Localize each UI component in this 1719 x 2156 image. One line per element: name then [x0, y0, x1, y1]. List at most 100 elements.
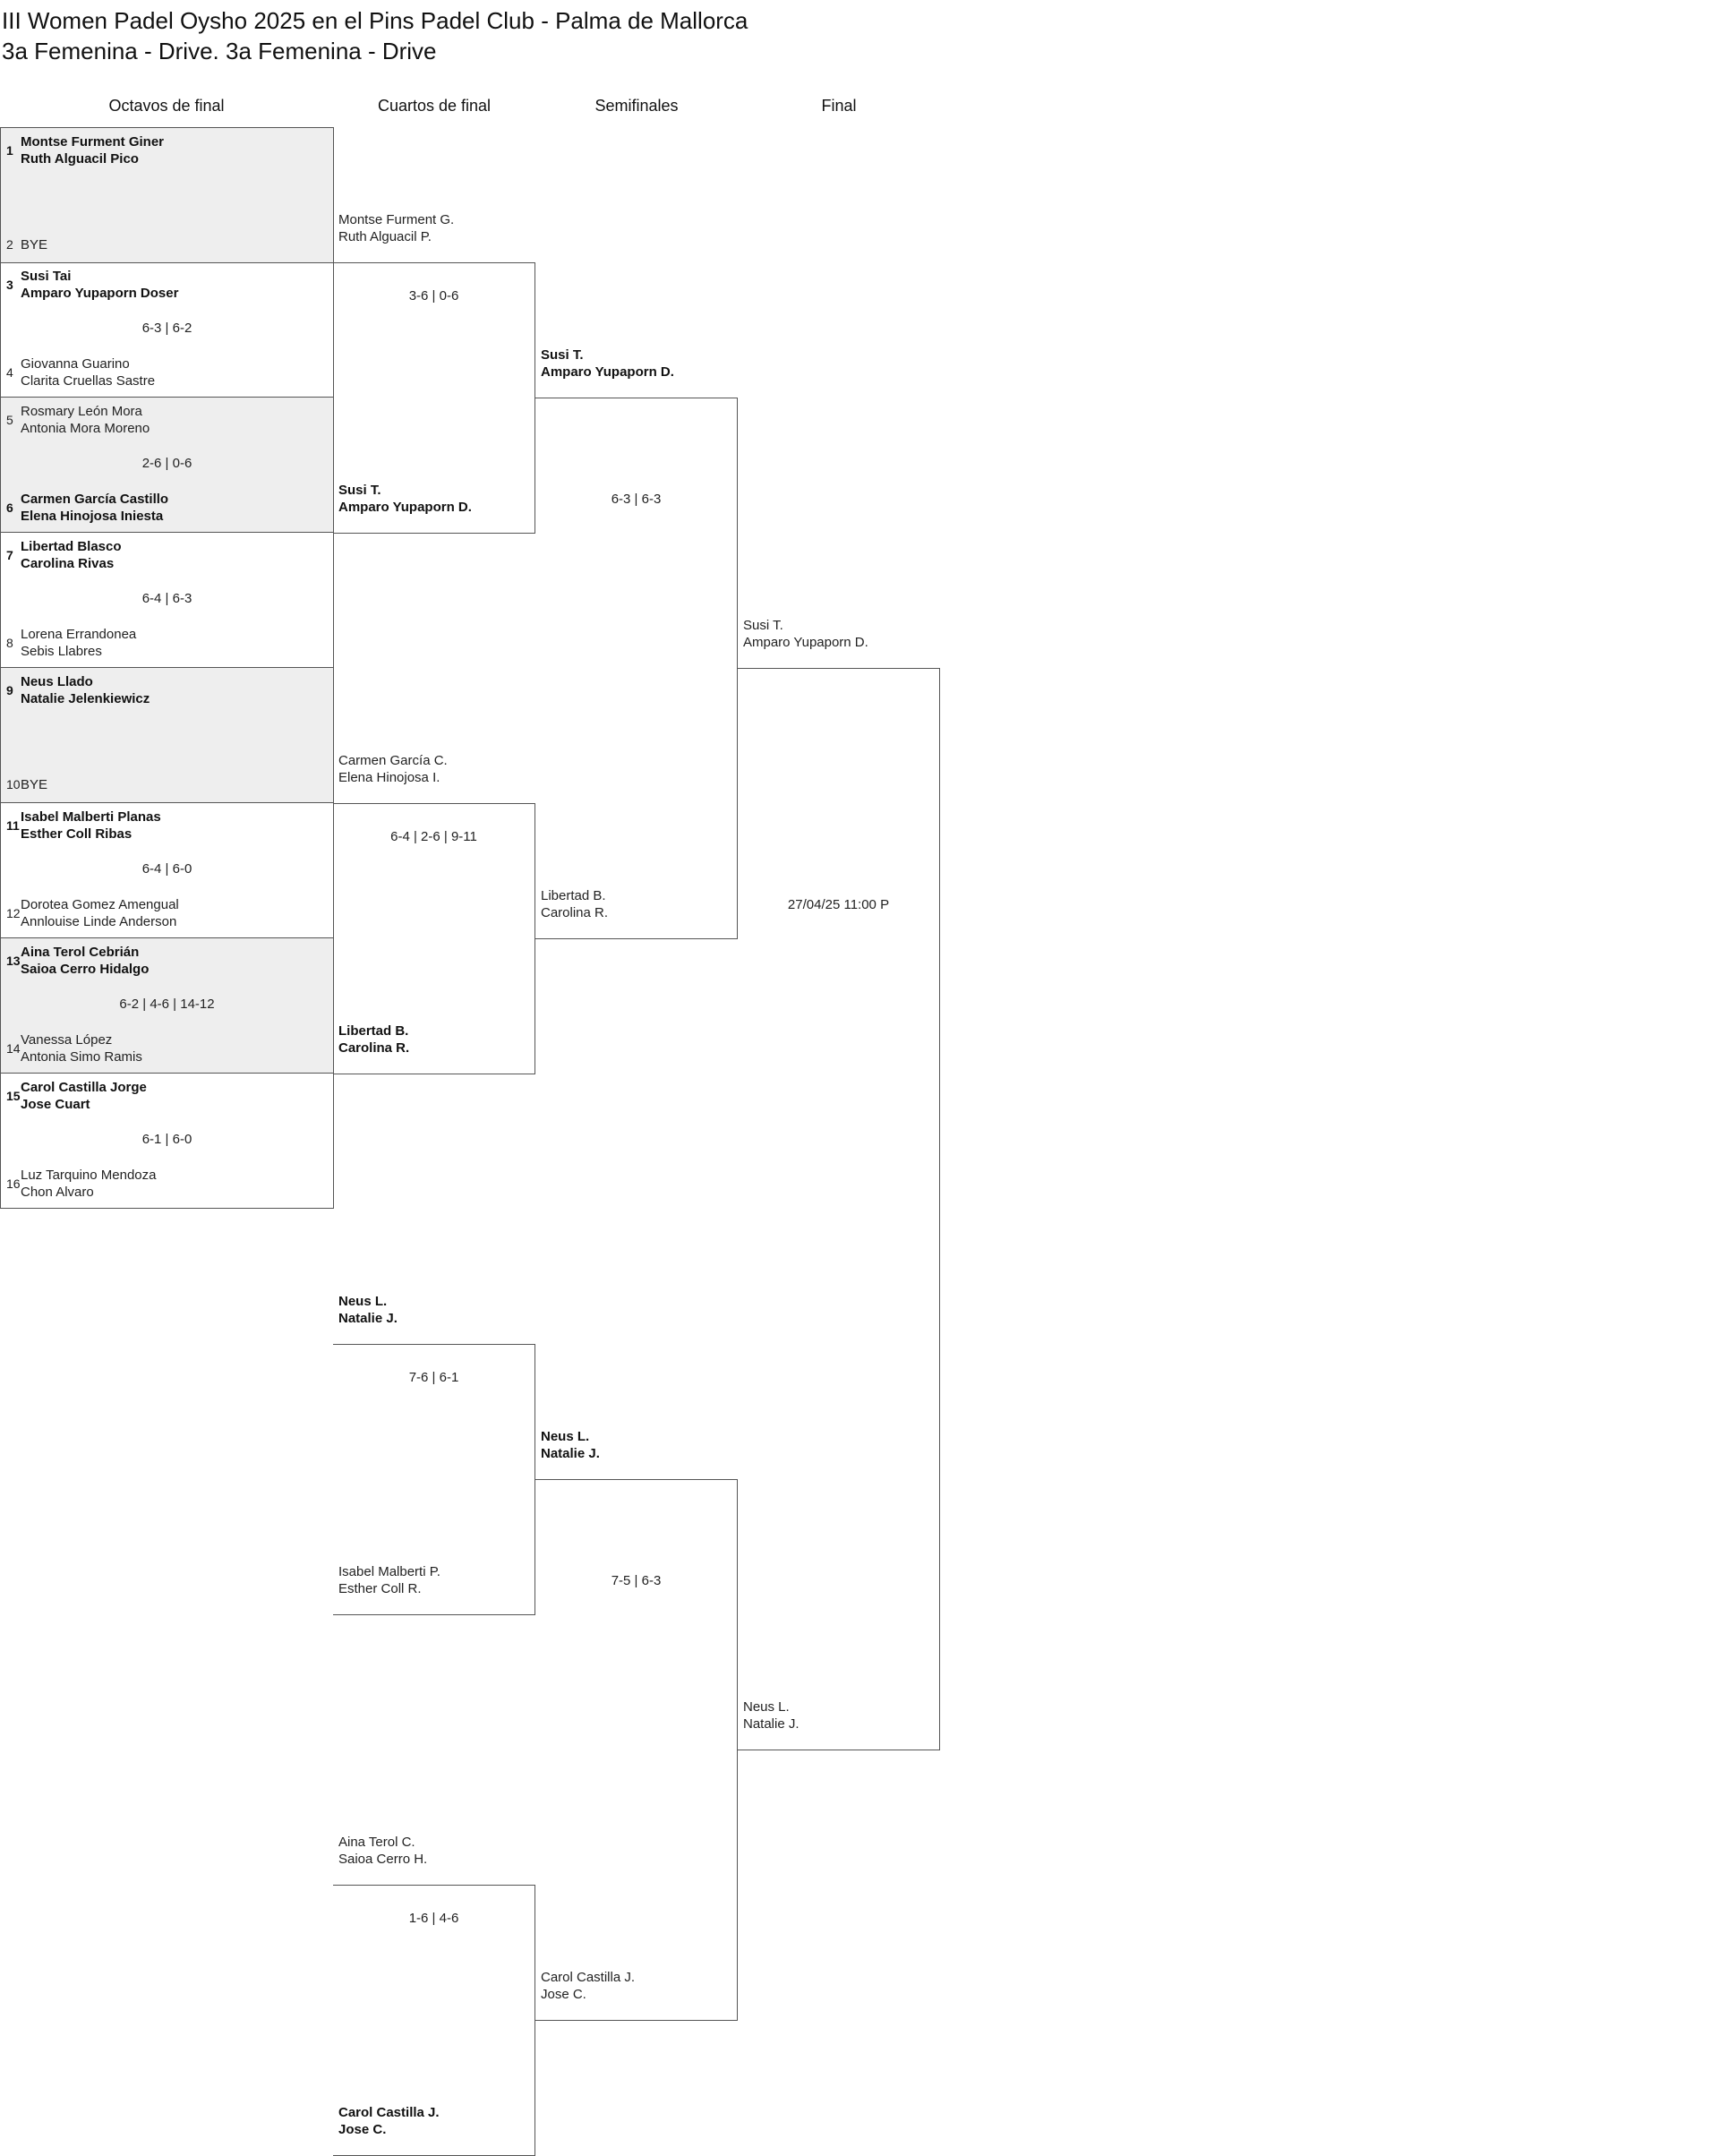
player-name: Esther Coll R. [338, 1581, 422, 1596]
seed-number: 10 [6, 777, 21, 791]
team-entry[interactable]: Susi T. Amparo Yupaporn D. [338, 482, 472, 516]
player-name: Susi Tai [21, 269, 72, 284]
player-name: Lorena Errandonea [21, 627, 137, 642]
seed-number: 6 [6, 500, 13, 515]
player-name: Carolina Rivas [21, 556, 115, 571]
semifinals-match-box: 6-3 | 6-3 [535, 398, 738, 939]
player-name: Rosmary León Mora [21, 404, 142, 419]
match-score: 6-2 | 4-6 | 14-12 [119, 997, 215, 1012]
quarterfinals-match-box: 3-6 | 0-6 [333, 262, 535, 534]
team-entry[interactable]: Neus L. Natalie J. [338, 1293, 398, 1327]
player-name: Natalie Jelenkiewicz [21, 691, 150, 706]
seed-number: 4 [6, 364, 13, 380]
team-entry[interactable]: Isabel Malberti P.Esther Coll R. [338, 1563, 440, 1597]
player-name: Esther Coll Ribas [21, 826, 133, 842]
team-entry[interactable]: Libertad B.Carolina R. [541, 887, 608, 921]
team-entry[interactable]: Neus L.Natalie J. [541, 1428, 600, 1462]
team-entry[interactable]: Libertad B.Carolina R. [338, 1022, 409, 1057]
player-name: Aina Terol Cebrián [21, 945, 140, 960]
player-name: Luz Tarquino Mendoza [21, 1168, 157, 1183]
seed-number: 11 [6, 817, 20, 833]
player-name: Neus L. [338, 1294, 388, 1309]
team-entry[interactable]: Neus L.Natalie J. [743, 1698, 800, 1732]
seed-number: 13 [6, 953, 21, 968]
player-name: Natalie J. [541, 1446, 600, 1461]
player-name: Sebis Llabres [21, 644, 102, 659]
team-entry[interactable]: Susi T. Amparo Yupaporn D. [743, 617, 868, 651]
player-name: Libertad B. [338, 1023, 409, 1039]
player-name: Carolina R. [338, 1040, 410, 1056]
team-entry[interactable]: Carol Castilla J.Jose C. [338, 2104, 440, 2138]
player-name: Montse Furment Giner [21, 134, 165, 150]
player-name: Aina Terol C. [338, 1835, 415, 1850]
player-name: Natalie J. [338, 1311, 398, 1326]
player-name: Chon Alvaro [21, 1185, 94, 1200]
player-name: Elena Hinojosa Iniesta [21, 509, 164, 524]
player-name: Ruth Alguacil Pico [21, 151, 139, 167]
match-score: 7-6 | 6-1 [408, 1370, 459, 1385]
seed-number: 2 [6, 237, 13, 252]
player-name: Neus L. [743, 1699, 790, 1715]
player-name: Amparo Yupaporn Doser [21, 286, 179, 301]
player-name: Susi T. [743, 618, 783, 633]
team-entry[interactable]: Carmen García C.Elena Hinojosa I. [338, 752, 448, 786]
team-entry[interactable]: Aina Terol C.Saioa Cerro H. [338, 1834, 427, 1868]
team-entry[interactable]: Montse Furment G. Ruth Alguacil P. [338, 211, 454, 245]
player-name: Jose C. [338, 2122, 387, 2137]
player-name: Amparo Yupaporn D. [338, 500, 472, 515]
semifinals-match-box: 7-5 | 6-3 [535, 1479, 738, 2021]
seed-number: 7 [6, 547, 13, 562]
player-name: BYE [21, 237, 48, 252]
match-score: 6-4 | 6-3 [141, 591, 192, 606]
team-entry[interactable]: 2 BYE [1, 236, 47, 253]
match-score: 6-4 | 2-6 | 9-11 [390, 829, 477, 844]
match-score: 27/04/25 11:00 P [787, 897, 890, 912]
player-name: Ruth Alguacil P. [338, 229, 432, 244]
team-entry[interactable]: Carol Castilla J.Jose C. [541, 1969, 635, 2003]
player-name: Giovanna Guarino [21, 356, 130, 372]
player-name: Libertad B. [541, 888, 606, 903]
player-name: Susi T. [338, 483, 381, 498]
seed-number: 1 [6, 142, 13, 158]
match-score: 7-5 | 6-3 [611, 1573, 662, 1588]
player-name: Antonia Simo Ramis [21, 1049, 142, 1065]
player-name: Carmen García C. [338, 753, 448, 768]
player-name: Carmen García Castillo [21, 492, 169, 507]
team-entry[interactable]: Susi T.Amparo Yupaporn D. [541, 346, 674, 381]
player-name: Neus Llado [21, 674, 93, 689]
player-name: Carol Castilla Jorge [21, 1080, 147, 1095]
player-name: Montse Furment G. [338, 212, 455, 227]
player-name: Amparo Yupaporn D. [743, 635, 868, 650]
seed-number: 9 [6, 682, 13, 697]
match-score: 2-6 | 0-6 [141, 456, 192, 471]
